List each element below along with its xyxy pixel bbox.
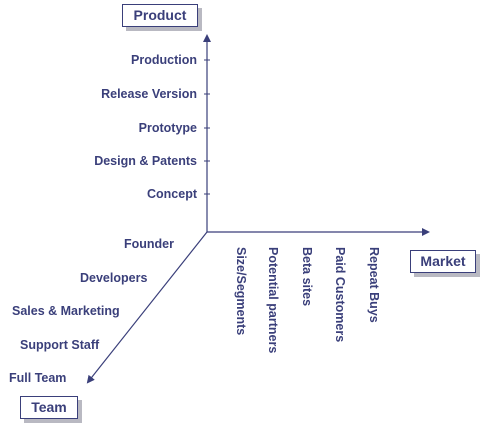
market-axis-title: Market (410, 250, 476, 273)
market-level-potential-partners: Potential partners (266, 247, 280, 354)
product-level-prototype: Prototype (138, 121, 197, 135)
team-axis-line (86, 231, 208, 384)
team-level-support-staff: Support Staff (20, 338, 100, 352)
market-level-repeat-buys: Repeat Buys (367, 247, 381, 323)
team-axis-title: Team (20, 396, 78, 419)
team-level-full-team: Full Team (9, 371, 67, 385)
team-level-founder: Founder (124, 237, 174, 251)
team-level-sales-marketing: Sales & Marketing (12, 304, 120, 318)
product-axis-title: Product (122, 4, 198, 27)
product-level-release-version: Release Version (101, 87, 197, 101)
market-level-paid-customers: Paid Customers (333, 247, 347, 343)
market-level-size-segments: Size/Segments (234, 247, 248, 336)
product-level-concept: Concept (147, 187, 197, 201)
product-level-production: Production (131, 53, 197, 67)
product-level-design-patents: Design & Patents (94, 154, 197, 168)
team-level-developers: Developers (80, 271, 148, 285)
market-level-beta-sites: Beta sites (300, 247, 314, 307)
